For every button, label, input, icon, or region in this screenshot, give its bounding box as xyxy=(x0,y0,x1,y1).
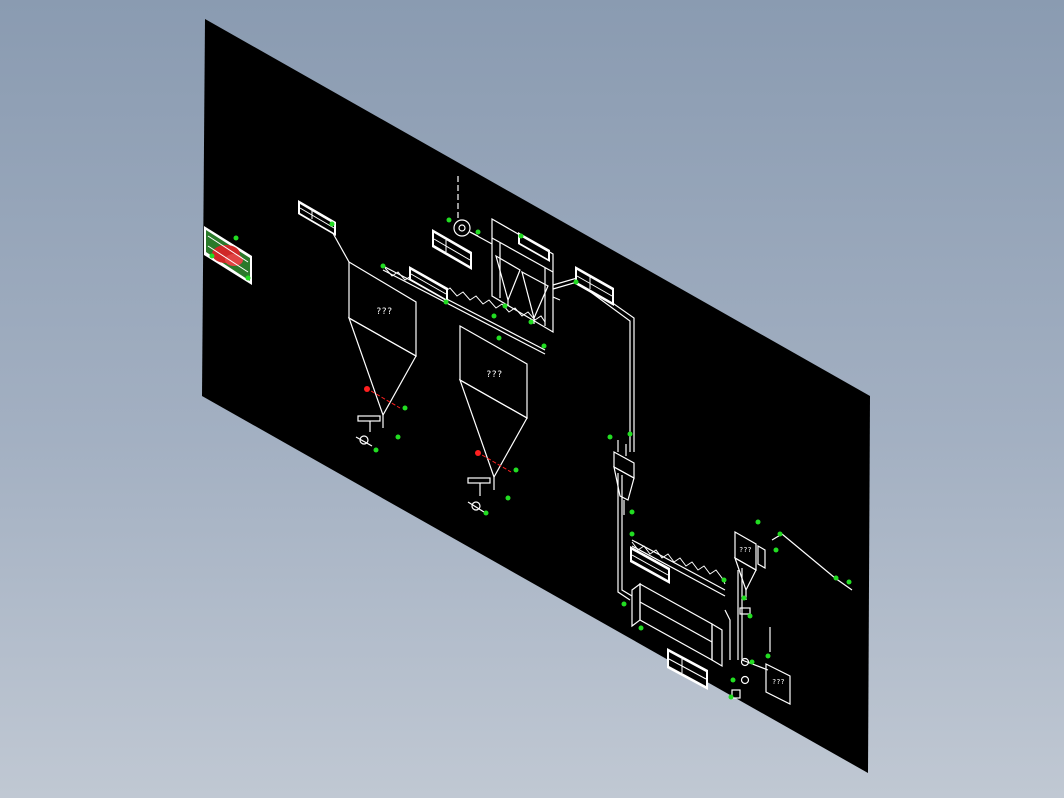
silo-2[interactable] xyxy=(458,324,528,490)
hopper-label: ??? xyxy=(739,546,752,554)
bin-label: ??? xyxy=(772,678,785,686)
equipment-tag-fan xyxy=(432,229,472,270)
equipment-tag-screw xyxy=(630,546,670,584)
rotary-drum[interactable] xyxy=(631,582,723,668)
silo-1-outlet-equipment[interactable] xyxy=(355,415,381,447)
highlight-markers xyxy=(364,386,512,473)
right-outlet-equipment[interactable] xyxy=(731,607,751,699)
silo-1-label: ??? xyxy=(376,307,392,317)
title-block-stamp xyxy=(204,226,252,285)
bag-filter[interactable] xyxy=(491,217,554,334)
fan-unit[interactable] xyxy=(453,219,479,237)
silo-2-label: ??? xyxy=(486,370,502,380)
equipment-tag-drum xyxy=(667,648,708,690)
drawing-sheet xyxy=(202,19,870,773)
equipment-tag-silo-1 xyxy=(298,200,336,236)
equipment-tag-duct xyxy=(575,266,614,306)
silo-1[interactable] xyxy=(347,260,417,428)
equipment-tag-filter xyxy=(518,232,550,262)
silo-2-outlet-equipment[interactable] xyxy=(467,477,491,513)
selection-grips[interactable] xyxy=(209,217,852,700)
right-bin[interactable] xyxy=(765,663,791,705)
equipment-tag-conveyor xyxy=(409,266,448,302)
cyclone-separator[interactable] xyxy=(613,440,635,515)
screw-conveyor-lower[interactable] xyxy=(631,541,726,585)
right-hopper[interactable] xyxy=(733,530,766,600)
